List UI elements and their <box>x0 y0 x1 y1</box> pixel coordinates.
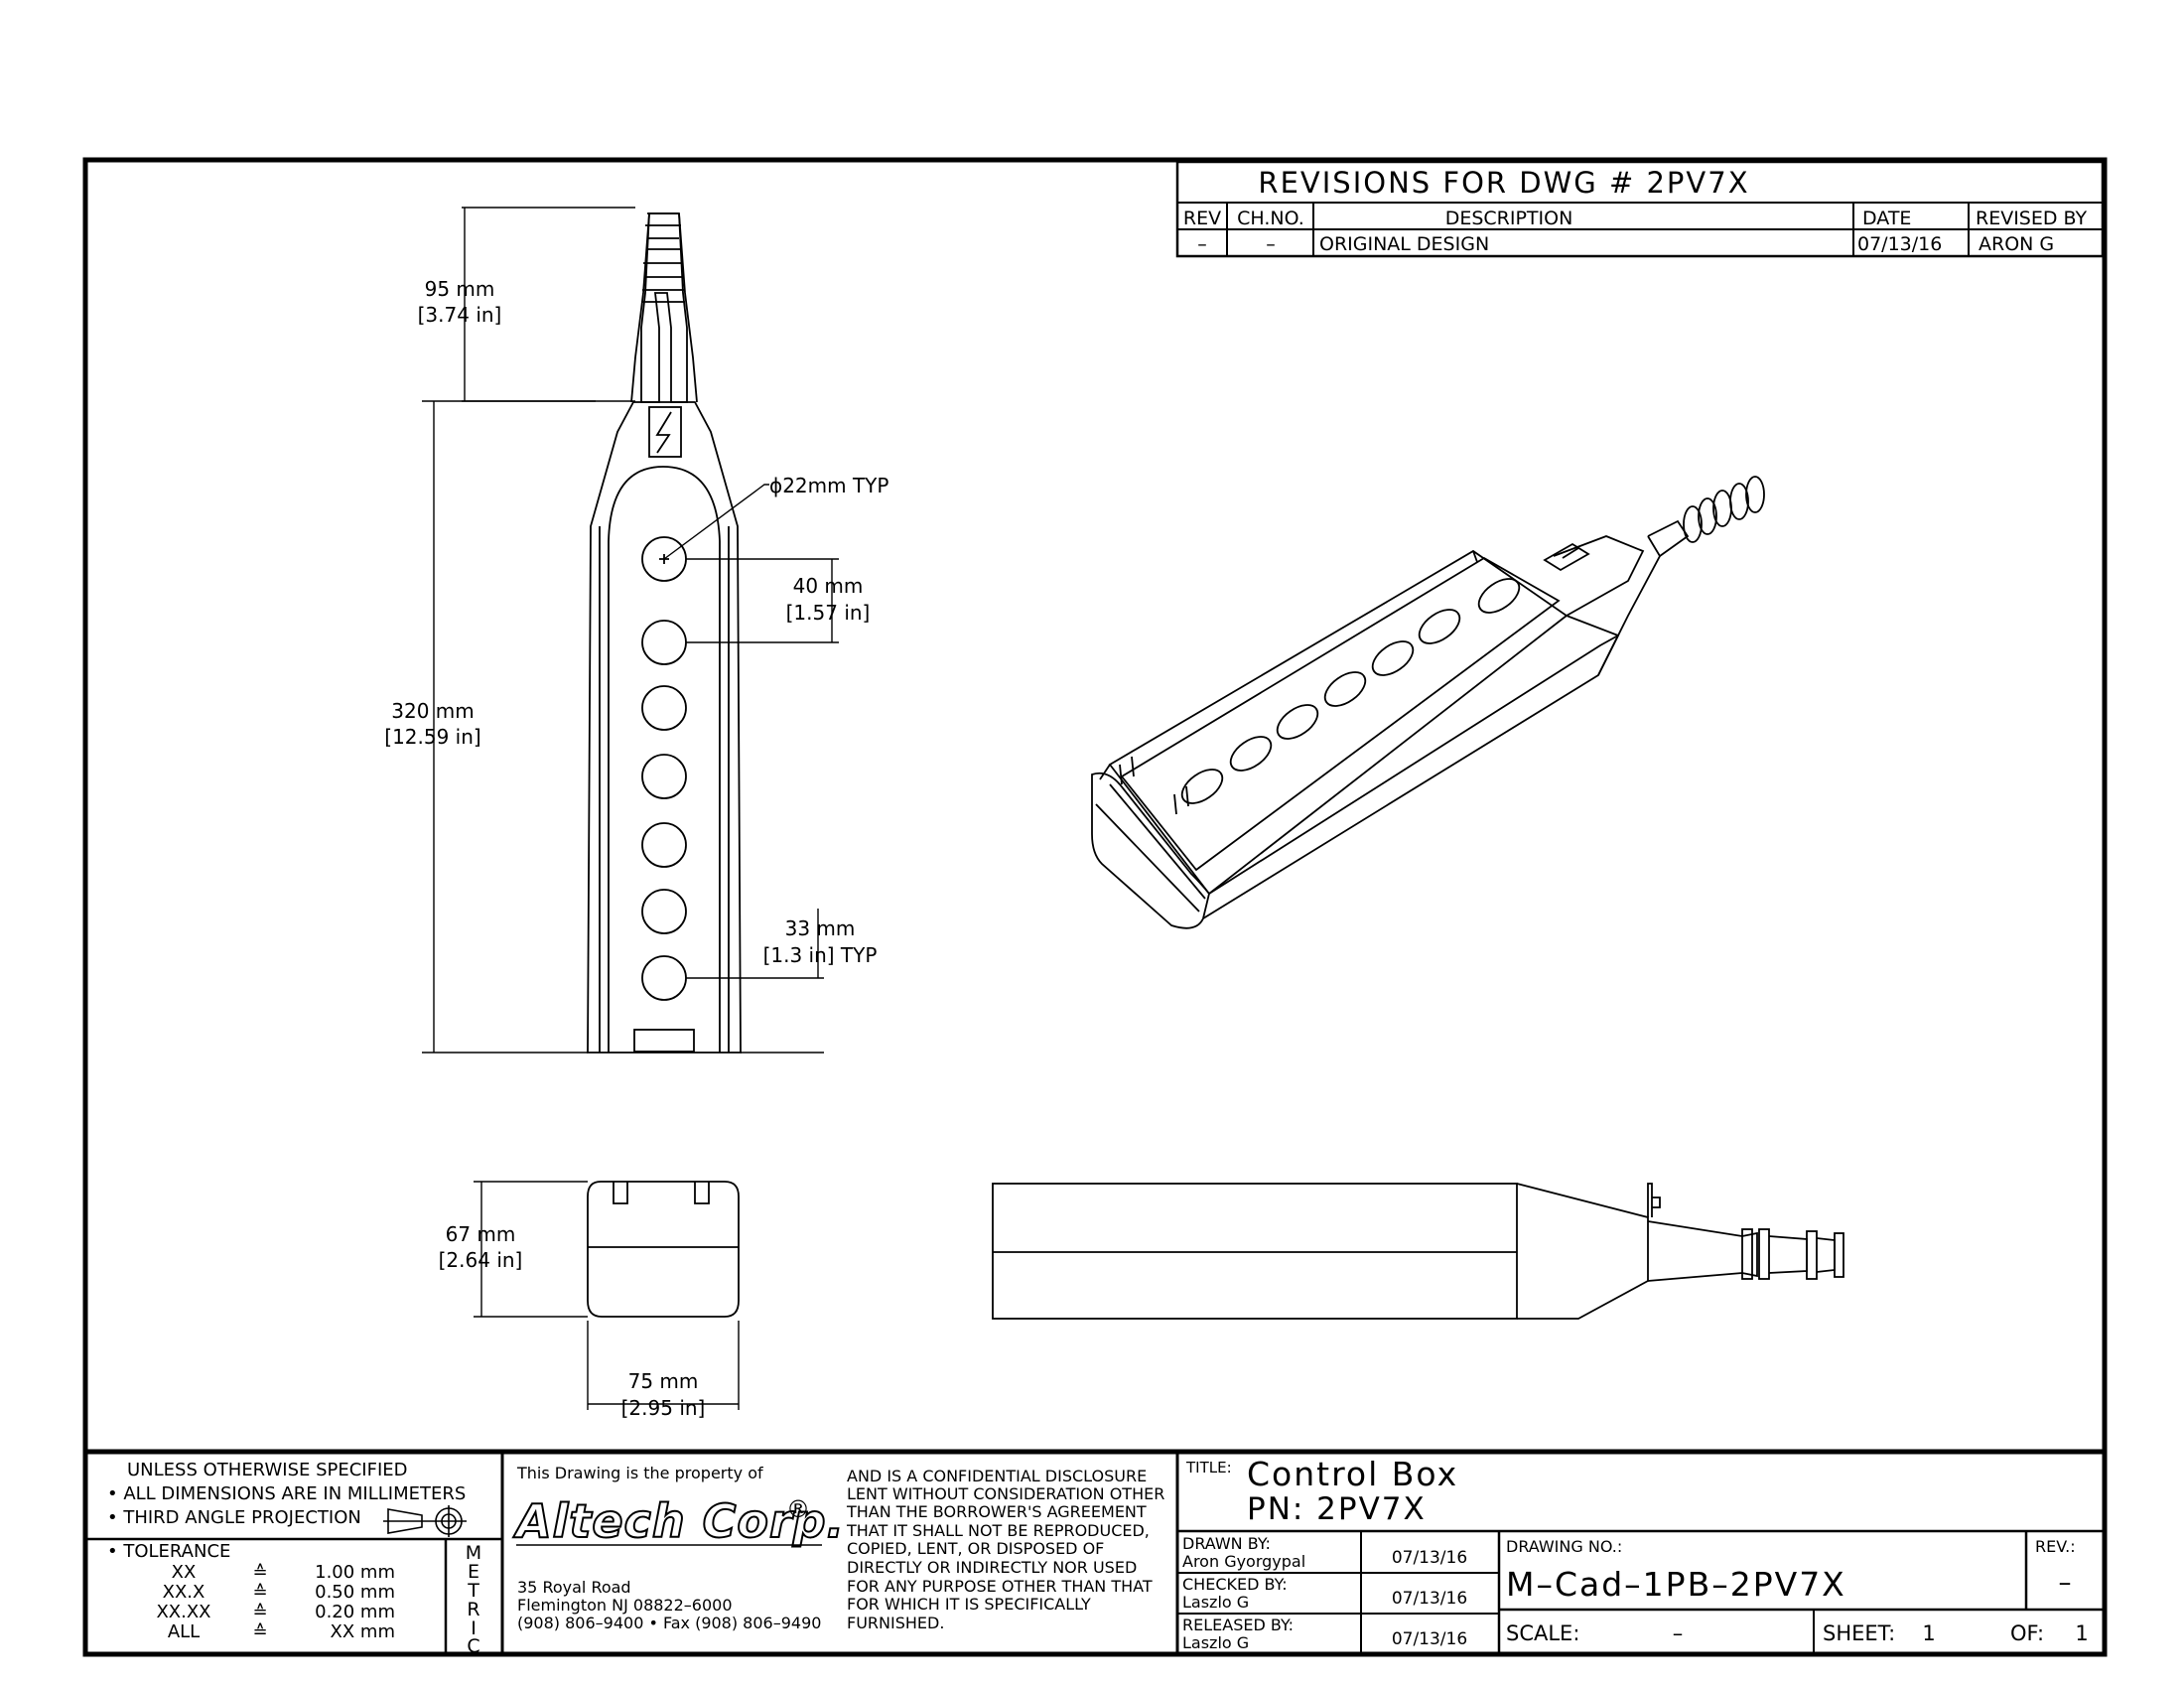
body-height-in: [12.59 in] <box>384 725 480 749</box>
revised-by-col-header: REVISED BY <box>1976 208 2088 229</box>
end-view-dimension-text: 67 mm [2.64 in] 75 mm [2.95 in] <box>439 1222 706 1420</box>
general-notes: UNLESS OTHERWISE SPECIFIED • ALL DIMENSI… <box>107 1460 481 1657</box>
company-block: This Drawing is the property of Altech C… <box>512 1464 1164 1632</box>
of-value: 1 <box>2075 1621 2088 1645</box>
company-address-1: 35 Royal Road <box>517 1578 631 1597</box>
bottom-mm: 33 mm <box>785 916 856 940</box>
front-view-dimensions <box>422 207 839 1054</box>
disclosure-line-6: DIRECTLY OR INDIRECTLY NOR USED <box>847 1558 1137 1577</box>
rev-label: REV.: <box>2035 1537 2076 1556</box>
drawing-no-label: DRAWING NO.: <box>1506 1537 1622 1556</box>
drawing-title: Control Box <box>1247 1455 1458 1493</box>
drawn-by-name: Aron Gyorgypal <box>1182 1552 1305 1571</box>
pitch-in: [1.57 in] <box>786 601 871 625</box>
drawn-by-label: DRAWN BY: <box>1182 1534 1271 1553</box>
scale-value: – <box>1673 1621 1684 1645</box>
depth-in: [2.64 in] <box>439 1248 523 1272</box>
sheet-label: SHEET: <box>1823 1621 1895 1645</box>
tol-val-2: 0.50 mm <box>315 1582 395 1603</box>
notes-line-3: • THIRD ANGLE PROJECTION <box>107 1507 361 1528</box>
metric-letter-t: T <box>467 1580 479 1602</box>
tol-key-3: XX.XX <box>156 1602 210 1622</box>
company-reg-mark: ® <box>786 1495 810 1523</box>
company-address-2: Flemington NJ 08822–6000 <box>517 1596 733 1615</box>
disclosure-line-8: FOR WHICH IT IS SPECIFICALLY <box>847 1595 1091 1614</box>
scale-label: SCALE: <box>1506 1621 1579 1645</box>
disclosure-line-9: FURNISHED. <box>847 1614 944 1632</box>
cable-height-mm: 95 mm <box>425 277 495 301</box>
depth-mm: 67 mm <box>446 1222 516 1246</box>
disclosure-line-1: AND IS A CONFIDENTIAL DISCLOSURE <box>847 1467 1147 1485</box>
width-in: [2.95 in] <box>621 1396 706 1420</box>
checked-date: 07/13/16 <box>1392 1589 1467 1609</box>
revised-by-cell: ARON G <box>1979 233 2054 255</box>
disclosure-line-4: THAT IT SHALL NOT BE REPRODUCED, <box>846 1521 1150 1540</box>
tol-key-2: XX.X <box>163 1582 205 1603</box>
rev-cell: – <box>1197 233 1207 255</box>
checked-by-label: CHECKED BY: <box>1182 1575 1288 1594</box>
of-label: OF: <box>2010 1621 2044 1645</box>
drawing-no: M–Cad–1PB–2PV7X <box>1506 1565 1846 1604</box>
company-logo: Altech Corp. <box>513 1494 845 1548</box>
notes-line-2: • ALL DIMENSIONS ARE IN MILLIMETERS <box>107 1483 466 1504</box>
description-col-header: DESCRIPTION <box>1445 208 1573 229</box>
chno-col-header: CH.NO. <box>1237 208 1304 229</box>
side-view <box>992 1183 1844 1320</box>
sheet-value: 1 <box>1922 1621 1935 1645</box>
hole-diameter-label: ϕ22mm TYP <box>769 474 888 497</box>
front-view <box>587 212 742 1054</box>
date-cell: 07/13/16 <box>1857 233 1942 255</box>
date-col-header: DATE <box>1862 208 1911 229</box>
title-label: TITLE: <box>1185 1459 1232 1477</box>
front-view-dimension-text: 95 mm [3.74 in] 320 mm [12.59 in] ϕ22mm … <box>384 277 888 967</box>
revisions-heading: REVISIONS FOR DWG # 2PV7X <box>1258 166 1749 200</box>
released-by-label: RELEASED BY: <box>1182 1616 1294 1634</box>
metric-letter-m: M <box>466 1542 481 1564</box>
tol-val-1: 1.00 mm <box>315 1562 395 1583</box>
description-cell: ORIGINAL DESIGN <box>1319 233 1489 255</box>
tolerance-label: • TOLERANCE <box>107 1541 230 1562</box>
body-height-mm: 320 mm <box>391 699 475 723</box>
tol-sym-3: ≙ <box>252 1602 267 1622</box>
width-mm: 75 mm <box>628 1369 699 1393</box>
metric-letter-r: R <box>467 1599 479 1620</box>
tol-key-4: ALL <box>168 1621 200 1642</box>
isometric-view <box>1091 476 1765 929</box>
cable-height-in: [3.74 in] <box>418 303 502 327</box>
disclosure-line-5: COPIED, LENT, OR DISPOSED OF <box>847 1539 1104 1558</box>
property-line: This Drawing is the property of <box>516 1464 763 1482</box>
rev-value: – <box>2059 1568 2072 1598</box>
tol-key-1: XX <box>172 1562 197 1583</box>
end-view-dimensions <box>474 1181 740 1410</box>
title-area: TITLE: Control Box PN: 2PV7X DRAWN BY: A… <box>1182 1455 2089 1652</box>
title-block-frame <box>85 1449 2105 1654</box>
drawn-date: 07/13/16 <box>1392 1548 1467 1568</box>
rev-col-header: REV <box>1183 208 1221 229</box>
metric-letter-i: I <box>471 1618 477 1639</box>
company-phone: (908) 806–9400 • Fax (908) 806–9490 <box>517 1614 821 1632</box>
released-by-name: Laszlo G <box>1182 1633 1249 1652</box>
end-view <box>587 1181 740 1318</box>
checked-by-name: Laszlo G <box>1182 1593 1249 1612</box>
metric-letter-c: C <box>467 1635 479 1657</box>
chno-cell: – <box>1266 233 1276 255</box>
tol-sym-4: ≙ <box>252 1621 267 1642</box>
part-number: PN: 2PV7X <box>1247 1491 1427 1527</box>
disclosure-line-3: THAN THE BORROWER'S AGREEMENT <box>846 1502 1147 1521</box>
bottom-in: [1.3 in] TYP <box>763 943 878 967</box>
revisions-table: REVISIONS FOR DWG # 2PV7X REV CH.NO. DES… <box>1175 160 2105 258</box>
notes-line-1: UNLESS OTHERWISE SPECIFIED <box>127 1460 408 1480</box>
tol-sym-1: ≙ <box>252 1562 267 1583</box>
metric-letter-e: E <box>468 1561 479 1583</box>
pitch-mm: 40 mm <box>793 574 864 598</box>
tol-val-4: XX mm <box>331 1621 395 1642</box>
released-date: 07/13/16 <box>1392 1629 1467 1649</box>
disclosure-line-7: FOR ANY PURPOSE OTHER THAN THAT <box>847 1577 1153 1596</box>
sheet-border <box>82 157 2108 1657</box>
tol-val-3: 0.20 mm <box>315 1602 395 1622</box>
disclosure-line-2: LENT WITHOUT CONSIDERATION OTHER <box>847 1484 1164 1503</box>
tol-sym-2: ≙ <box>252 1582 267 1603</box>
third-angle-projection-icon <box>383 1505 467 1537</box>
